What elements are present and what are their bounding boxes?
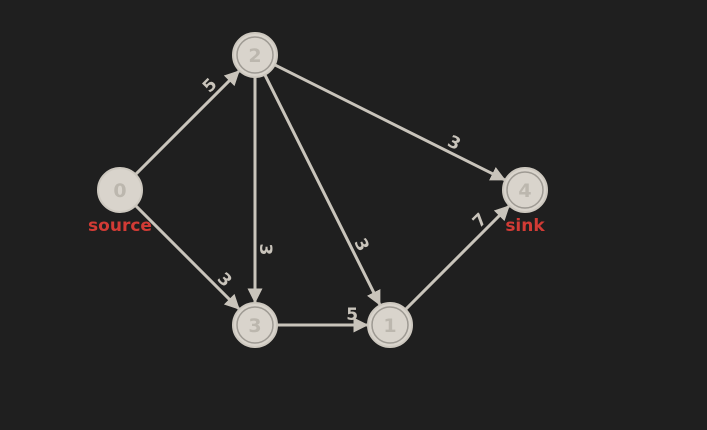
edges-layer — [134, 63, 510, 333]
edge-2-to-1 — [263, 74, 382, 306]
node-inner-ring — [236, 306, 274, 344]
node-1[interactable]: 1 — [367, 302, 413, 348]
edge-weight-label: 3 — [255, 243, 275, 255]
edge-0-to-2 — [134, 70, 240, 176]
node-0[interactable]: 0 — [97, 167, 143, 213]
edge-0-to-3 — [134, 204, 240, 310]
edge-weight-label: 5 — [346, 305, 358, 325]
node-label: 2 — [248, 45, 261, 67]
node-circle — [97, 167, 143, 213]
node-label: 3 — [248, 315, 261, 337]
sink-label: sink — [505, 216, 545, 236]
node-label: 4 — [518, 180, 531, 202]
node-label: 0 — [113, 180, 126, 202]
node-inner-ring — [236, 36, 274, 74]
source-label: source — [88, 216, 152, 236]
edge-2-to-4 — [274, 63, 506, 182]
node-inner-ring — [371, 306, 409, 344]
edge-1-to-4 — [404, 205, 510, 311]
node-label: 1 — [383, 315, 396, 337]
nodes-layer: 0 2 3 1 4 — [97, 32, 548, 348]
node-inner-ring — [506, 171, 544, 209]
node-4[interactable]: 4 — [502, 167, 548, 213]
node-3[interactable]: 3 — [232, 302, 278, 348]
node-2[interactable]: 2 — [232, 32, 278, 78]
